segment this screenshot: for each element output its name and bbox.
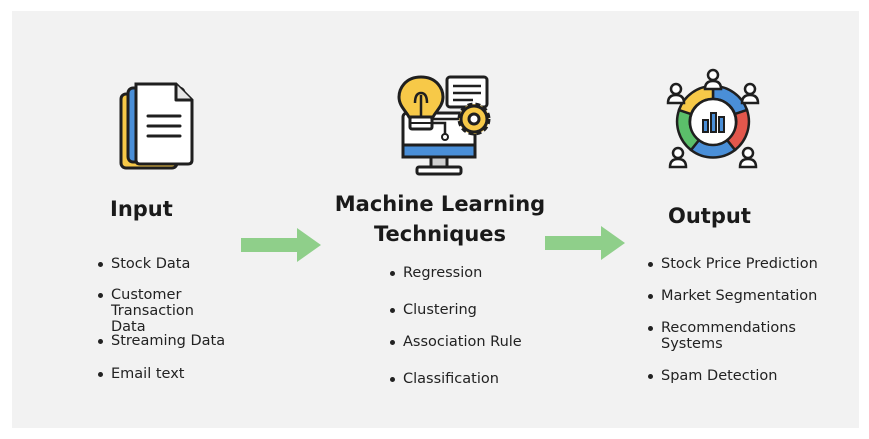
list-item: Association Rule xyxy=(390,334,522,350)
techniques-heading-line1: Machine Learning xyxy=(334,192,546,216)
list-item: Classification xyxy=(390,371,499,387)
input-heading: Input xyxy=(110,197,173,221)
list-item: Stock Data xyxy=(98,256,190,272)
list-item: Clustering xyxy=(390,302,477,318)
list-item: Email text xyxy=(98,366,184,382)
list-item: Customer Transaction Data xyxy=(98,287,194,335)
list-item: Spam Detection xyxy=(648,368,777,384)
right-arrow-icon xyxy=(241,228,321,262)
list-item: Streaming Data xyxy=(98,333,225,349)
documents-icon xyxy=(118,82,198,174)
list-item: Recommendations Systems xyxy=(648,320,796,352)
people-ring-chart-icon xyxy=(662,67,764,173)
techniques-heading: Machine Learning Techniques xyxy=(325,189,555,249)
output-heading: Output xyxy=(668,204,751,228)
list-item: Regression xyxy=(390,265,482,281)
list-item: Stock Price Prediction xyxy=(648,256,818,272)
right-arrow-icon xyxy=(545,226,625,260)
techniques-heading-line2: Techniques xyxy=(373,222,507,246)
lightbulb-monitor-gear-icon xyxy=(395,73,495,177)
list-item: Market Segmentation xyxy=(648,288,817,304)
